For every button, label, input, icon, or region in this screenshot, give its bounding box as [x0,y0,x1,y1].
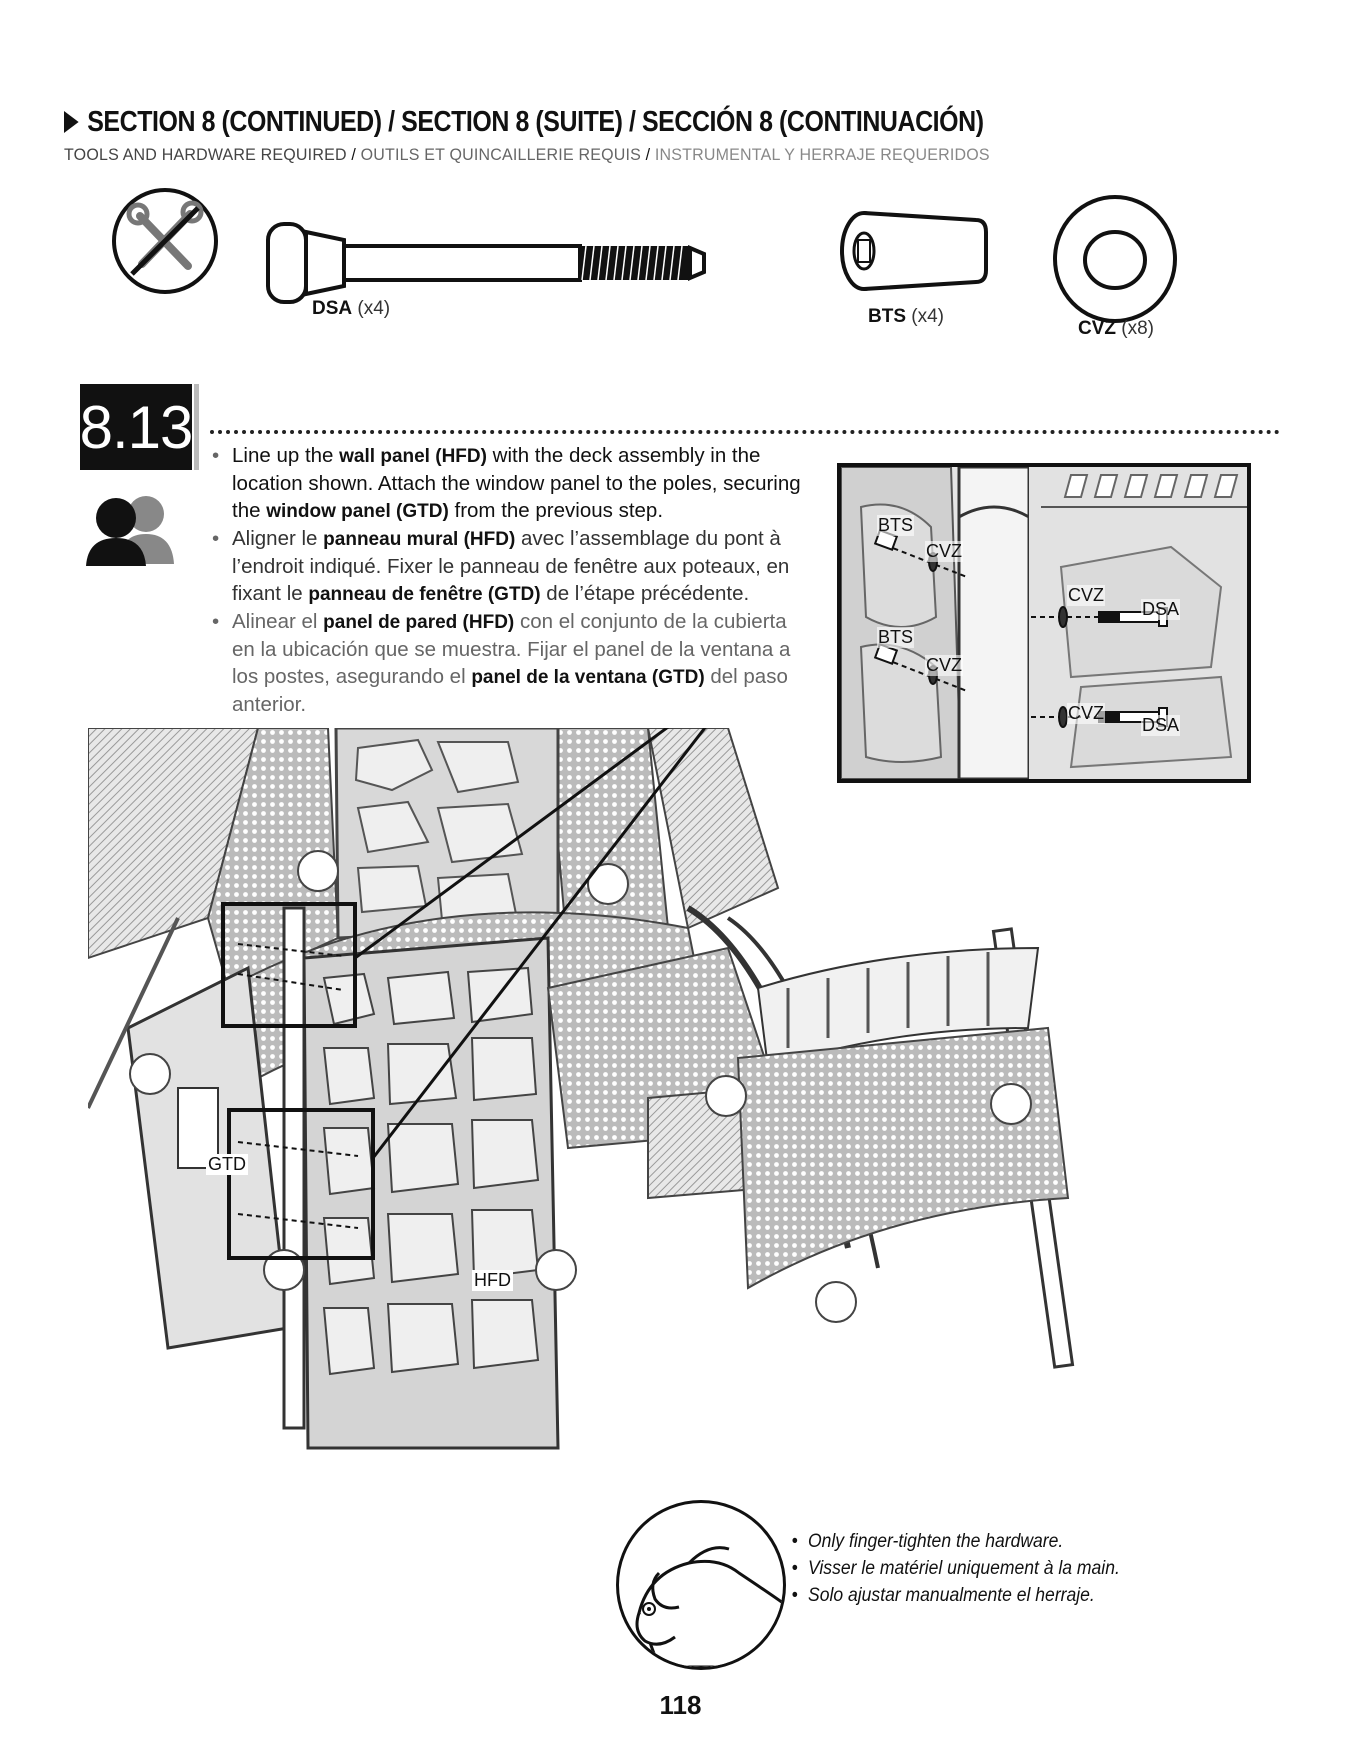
dotted-divider [210,430,1280,434]
finger-tighten-note: Only finger-tighten the hardware. Visser… [790,1528,1120,1609]
triangle-marker-icon [64,111,79,133]
cvz-washer-icon [1050,194,1180,329]
zoom-label-bts-1: BTS [877,515,915,536]
section-header: SECTION 8 (CONTINUED) / SECTION 8 (SUITE… [64,104,1304,165]
section-title: SECTION 8 (CONTINUED) / SECTION 8 (SUITE… [64,104,1130,140]
section-title-text: SECTION 8 (CONTINUED) / SECTION 8 (SUITE… [87,105,984,138]
hardware-detail-zoom: BTS CVZ BTS CVZ CVZ DSA CVZ DSA [837,463,1251,783]
dsa-label: DSA (x4) [312,298,391,319]
playset-assembly-illustration: GTD HFD [86,666,1188,1473]
page-number: 118 [659,1690,702,1720]
note-es: Solo ajustar manualmente el herraje. [790,1582,1120,1609]
zoom-label-cvz-4: CVZ [1067,703,1105,724]
zoom-label-bts-2: BTS [877,627,915,648]
bts-sleeve-icon [836,206,996,301]
bts-label: BTS (x4) [868,306,945,327]
tools-required-line: TOOLS AND HARDWARE REQUIRED / OUTILS ET … [64,146,990,164]
zoom-label-cvz-2: CVZ [925,655,963,676]
note-fr: Visser le matériel uniquement à la main. [790,1555,1120,1582]
cvz-label: CVZ (x8) [1078,318,1155,339]
no-tools-icon [110,186,220,301]
step-instructions: Line up the wall panel (HFD) with the de… [210,442,810,718]
label-hfd: HFD [472,1270,513,1291]
instruction-fr: Aligner le panneau mural (HFD) avec l’as… [210,525,810,608]
instruction-en: Line up the wall panel (HFD) with the de… [210,442,810,525]
zoom-label-cvz-3: CVZ [1067,585,1105,606]
note-en: Only finger-tighten the hardware. [790,1528,1120,1555]
label-gtd: GTD [206,1154,248,1175]
dsa-bolt-icon [264,218,784,313]
zoom-label-dsa-2: DSA [1141,715,1181,736]
two-person-icon [84,494,176,571]
finger-tighten-icon [616,1500,786,1670]
zoom-label-dsa-1: DSA [1141,599,1181,620]
step-number: 8.13 [80,384,199,470]
instruction-es: Alinear el panel de pared (HFD) con el c… [210,608,810,718]
zoom-label-cvz-1: CVZ [925,541,963,562]
